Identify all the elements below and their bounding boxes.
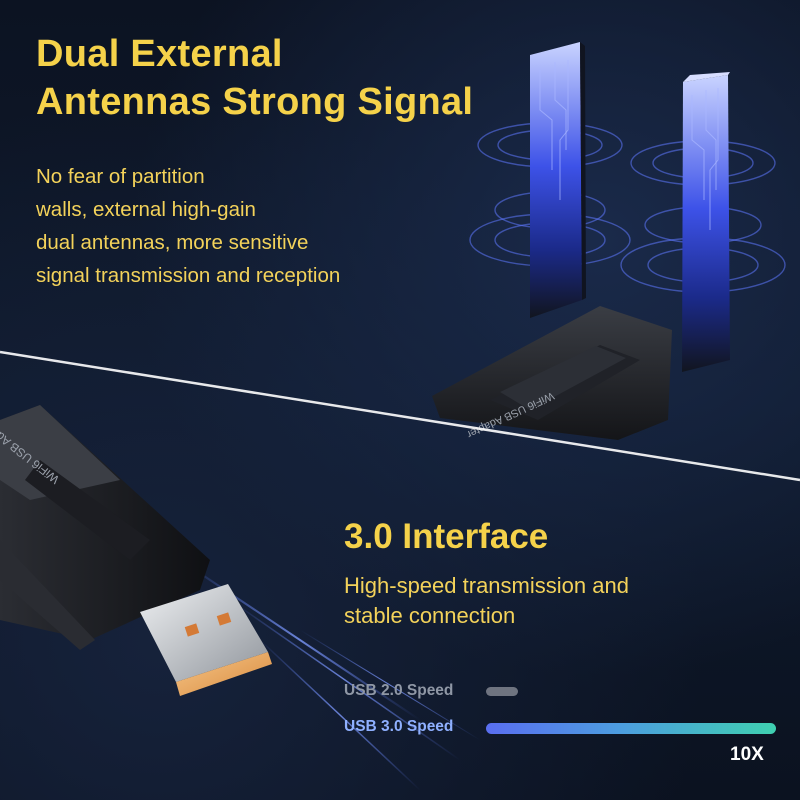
usb3-speed-bar	[486, 723, 776, 734]
description-line-2: walls, external high-gain	[36, 198, 256, 221]
antenna-left	[530, 42, 582, 318]
speed-multiplier: 10X	[730, 744, 764, 765]
light-streaks	[179, 559, 481, 791]
usb2-speed-bar	[486, 687, 518, 696]
headline-line-2: Antennas Strong Signal	[36, 81, 474, 123]
interface-desc-line-1: High-speed transmission and	[344, 573, 629, 598]
antenna-description: No fear of partition walls, external hig…	[36, 160, 340, 292]
usb2-speed-label: USB 2.0 Speed	[344, 682, 454, 699]
interface-title: 3.0 Interface	[344, 517, 549, 556]
headline: Dual External Antennas Strong Signal	[36, 30, 473, 126]
description-line-3: dual antennas, more sensitive	[36, 231, 309, 254]
description-line-4: signal transmission and reception	[36, 264, 341, 287]
description-line-1: No fear of partition	[36, 165, 205, 188]
interface-description: High-speed transmission and stable conne…	[344, 571, 629, 631]
section-divider	[0, 350, 800, 482]
usb-connector	[140, 584, 268, 682]
interface-desc-line-2: stable connection	[344, 603, 516, 628]
headline-line-1: Dual External	[36, 33, 283, 75]
usb3-speed-label: USB 3.0 Speed	[344, 718, 454, 735]
